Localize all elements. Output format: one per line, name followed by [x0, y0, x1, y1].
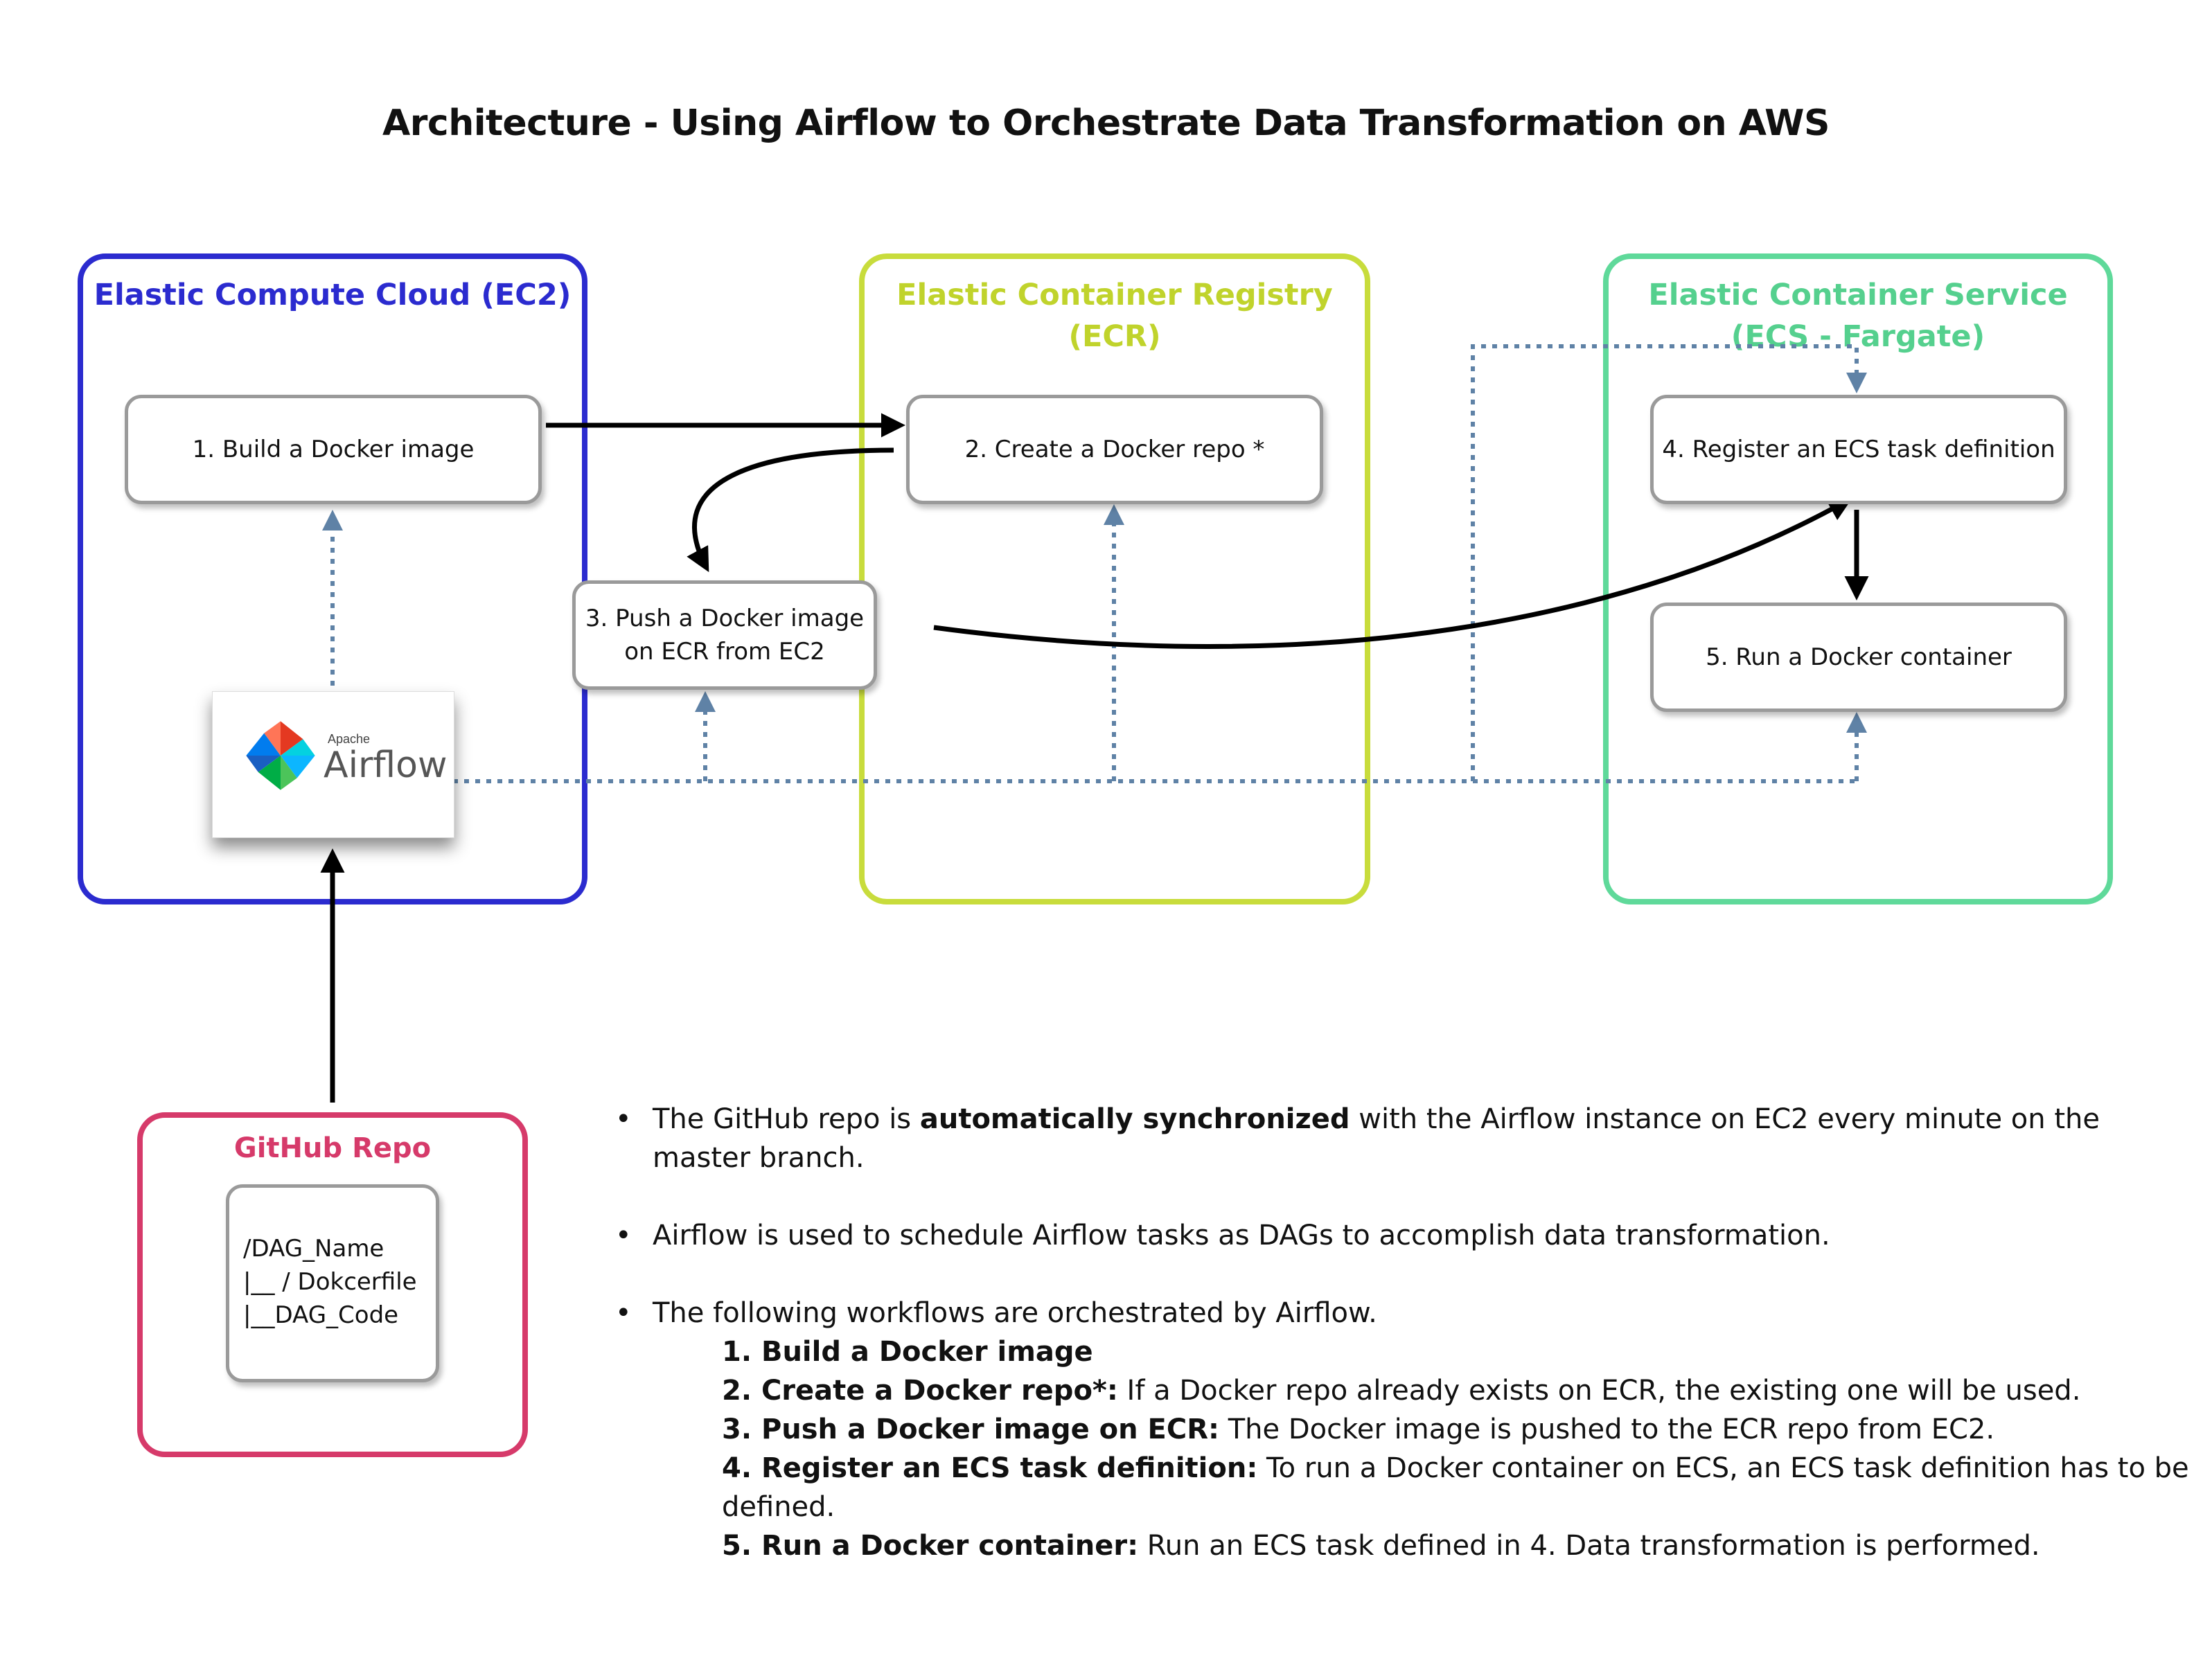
workflow-item-bold: 2. Create a Docker repo*:	[722, 1375, 1118, 1407]
airflow-logo-card: Apache Airflow	[212, 691, 454, 838]
note1-text-pre: The GitHub repo is	[653, 1103, 920, 1135]
step4-label: 4. Register an ECS task definition	[1662, 436, 2055, 463]
step3-label-line2: on ECR from EC2	[624, 638, 825, 666]
ecr-region: Elastic Container Registry (ECR)	[859, 253, 1370, 904]
step-build-docker-image: 1. Build a Docker image	[125, 395, 542, 504]
workflow-item-bold: 3. Push a Docker image on ECR:	[722, 1414, 1220, 1445]
github-region: GitHub Repo	[137, 1112, 528, 1457]
step-run-docker-container: 5. Run a Docker container	[1650, 603, 2067, 712]
note1-text-bold: automatically synchronized	[919, 1103, 1350, 1135]
workflow-item-bold: 1. Build a Docker image	[722, 1336, 1093, 1368]
workflow-item-text: If a Docker repo already exists on ECR, …	[1117, 1375, 2081, 1407]
ecs-title-line1: Elastic Container Service	[1648, 278, 2068, 312]
workflow-item-bold: 5. Run a Docker container:	[722, 1530, 1139, 1562]
workflow-item-bold: 4. Register an ECS task definition:	[722, 1452, 1258, 1484]
dag-tree-line2: |__ / Dokcerfile	[243, 1268, 417, 1296]
ecr-title-line2: (ECR)	[1068, 319, 1161, 354]
note2-text: Airflow is used to schedule Airflow task…	[653, 1220, 1830, 1251]
github-region-title: GitHub Repo	[233, 1132, 432, 1164]
note-bullet-workflows: The following workflows are orchestrated…	[603, 1294, 2196, 1332]
diagram-title: Architecture - Using Airflow to Orchestr…	[382, 102, 1830, 144]
dag-tree-box: /DAG_Name |__ / Dokcerfile |__DAG_Code	[226, 1184, 439, 1382]
ecs-region-title: Elastic Container Service (ECS - Fargate…	[1609, 274, 2107, 357]
ec2-region-title: Elastic Compute Cloud (EC2)	[94, 278, 572, 312]
note1-text-post: with the Airflow instance on EC2 every m…	[653, 1103, 2100, 1174]
step-push-docker-image: 3. Push a Docker image on ECR from EC2	[572, 580, 877, 690]
note3-text: The following workflows are orchestrated…	[653, 1297, 1377, 1329]
step-register-ecs-task: 4. Register an ECS task definition	[1650, 395, 2067, 504]
workflow-item-text: Run an ECS task defined in 4. Data trans…	[1138, 1530, 2040, 1562]
step-create-docker-repo: 2. Create a Docker repo *	[906, 395, 1323, 504]
ecs-region: Elastic Container Service (ECS - Fargate…	[1603, 253, 2113, 904]
step5-label: 5. Run a Docker container	[1706, 643, 2012, 671]
dag-tree-line3: |__DAG_Code	[243, 1301, 399, 1329]
workflow-item-text: To run a Docker container on ECS, an ECS…	[722, 1452, 2189, 1523]
step3-label-line1: 3. Push a Docker image	[585, 605, 865, 632]
workflow-item: 1. Build a Docker image	[603, 1332, 2196, 1371]
step2-label: 2. Create a Docker repo *	[964, 436, 1265, 463]
ecs-title-line2: (ECS - Fargate)	[1731, 319, 1985, 354]
workflow-item: 2. Create a Docker repo*: If a Docker re…	[603, 1371, 2196, 1410]
workflow-item: 3. Push a Docker image on ECR: The Docke…	[603, 1410, 2196, 1449]
airflow-logo-airflow-text: Airflow	[324, 745, 448, 786]
workflow-item-text: The Docker image is pushed to the ECR re…	[1219, 1414, 1995, 1445]
notes-section: The GitHub repo is automatically synchro…	[603, 1100, 2196, 1565]
ecr-title-line1: Elastic Container Registry	[896, 278, 1333, 312]
ecr-region-title: Elastic Container Registry (ECR)	[865, 274, 1365, 357]
airflow-pinwheel-icon	[246, 721, 315, 790]
note-bullet-schedule: Airflow is used to schedule Airflow task…	[603, 1216, 2196, 1255]
airflow-logo-apache-text: Apache	[328, 732, 371, 746]
workflow-item: 5. Run a Docker container: Run an ECS ta…	[603, 1526, 2196, 1565]
dag-tree-line1: /DAG_Name	[243, 1235, 384, 1263]
step1-label: 1. Build a Docker image	[192, 436, 475, 463]
workflow-item: 4. Register an ECS task definition: To r…	[603, 1449, 2196, 1526]
note-bullet-sync: The GitHub repo is automatically synchro…	[603, 1100, 2196, 1177]
